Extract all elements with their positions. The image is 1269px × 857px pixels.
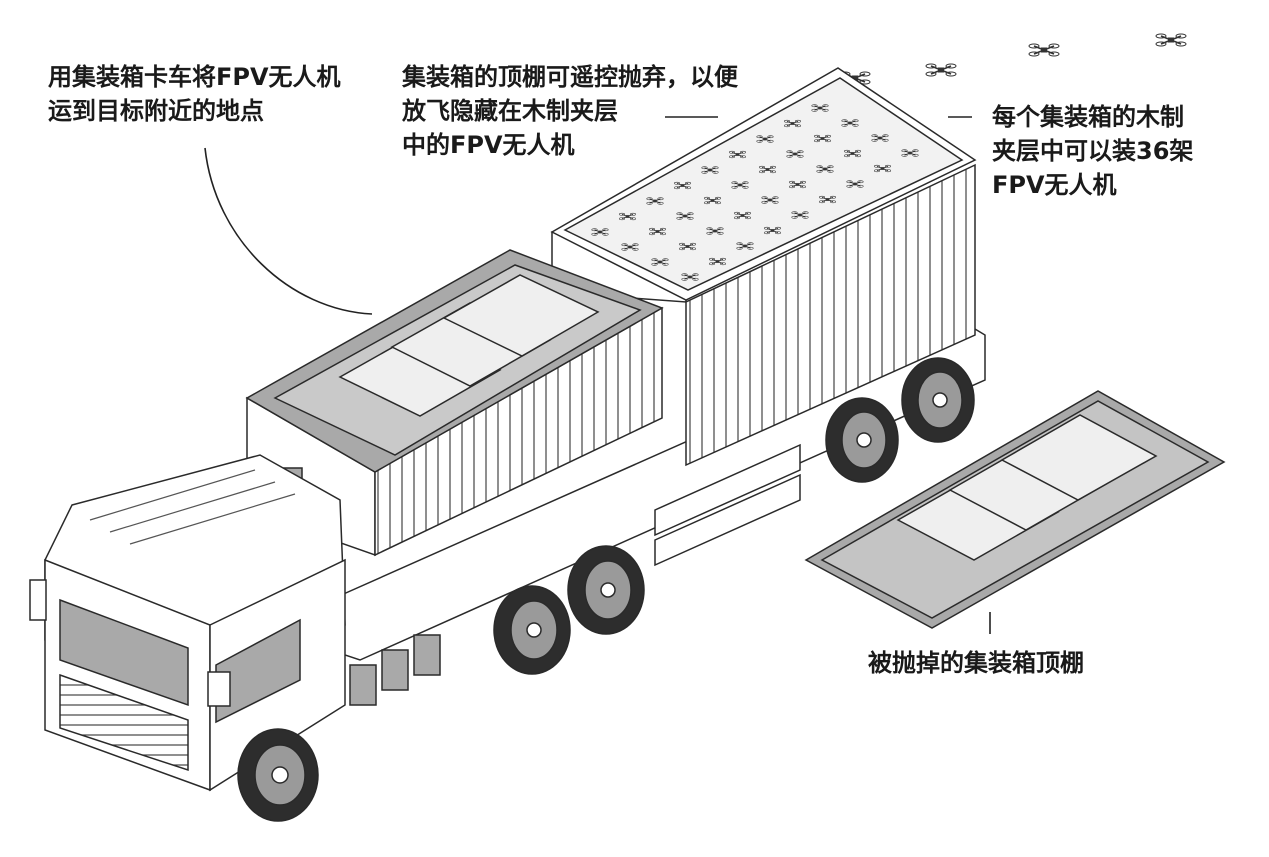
truck-wheel [567,545,645,635]
annotation-roof: 集装箱的顶棚可遥控抛弃，以便 放飞隐藏在木制夹层 中的FPV无人机 [402,60,738,162]
truck-wheel [237,728,319,822]
truck-wheel [901,357,975,443]
drone-icon [925,63,957,77]
truck-wheel [493,585,571,675]
annotation-capacity: 每个集装箱的木制 夹层中可以装36架 FPV无人机 [992,100,1193,202]
leader-line-truck [204,147,373,315]
drone-icon [1028,43,1060,57]
annotation-line: 中的FPV无人机 [402,131,575,159]
annotation-line: 用集装箱卡车将FPV无人机 [48,63,341,91]
truck-cab [29,454,346,792]
discarded-roof [804,390,1226,629]
annotation-line: 集装箱的顶棚可遥控抛弃，以便 [402,63,738,91]
front-container [245,249,664,557]
annotation-line: 被抛掉的集装箱顶棚 [868,649,1084,677]
truck-wheel [825,397,899,483]
drone-icon [1155,33,1187,47]
annotation-line: 运到目标附近的地点 [48,97,264,125]
annotation-truck: 用集装箱卡车将FPV无人机 运到目标附近的地点 [48,60,341,128]
annotation-line: 夹层中可以装36架 [992,137,1194,165]
annotation-line: FPV无人机 [992,171,1117,199]
annotation-line: 放飞隐藏在木制夹层 [402,97,618,125]
annotation-line: 每个集装箱的木制 [992,103,1184,131]
truck-chassis [329,319,986,706]
annotation-discarded-roof: 被抛掉的集装箱顶棚 [868,646,1084,680]
